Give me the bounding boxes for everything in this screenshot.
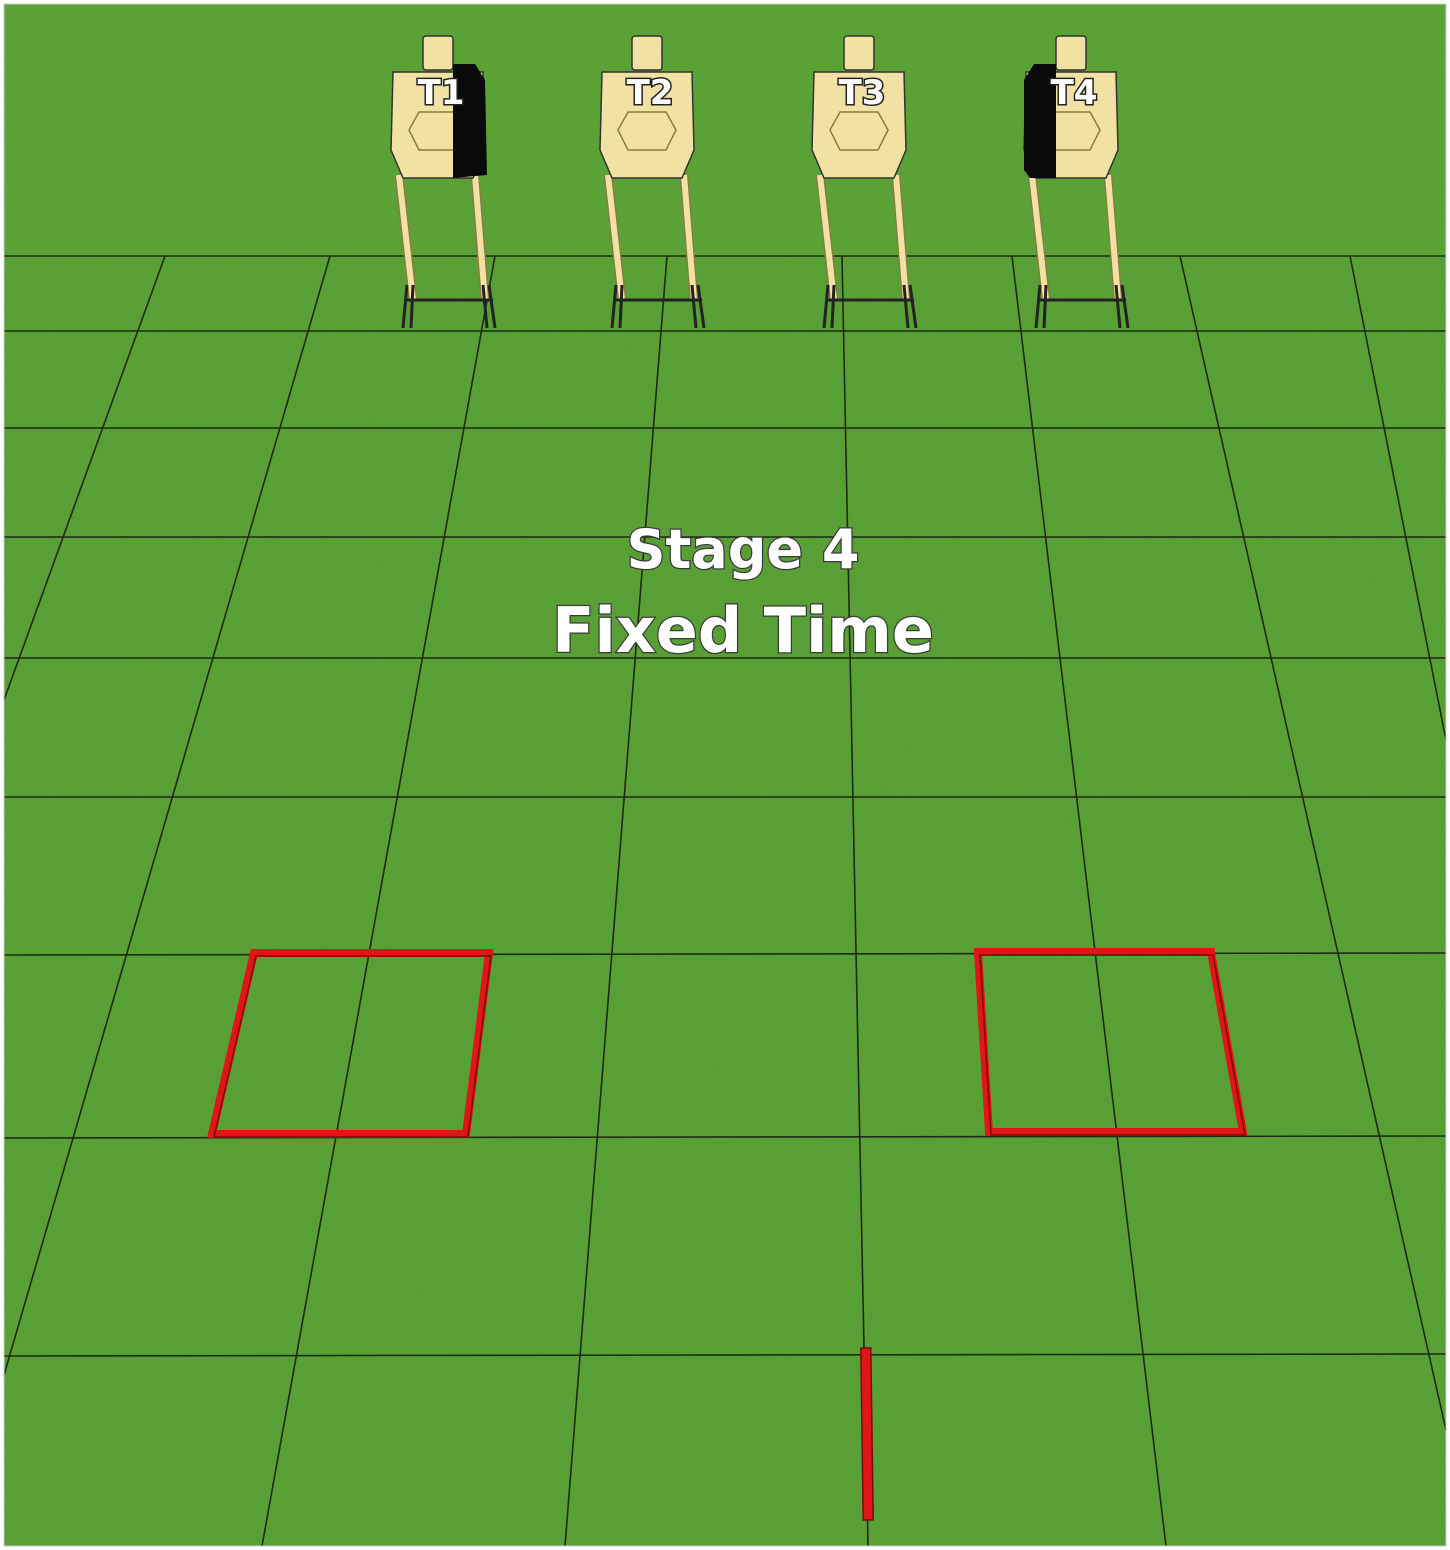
target-head (1056, 36, 1086, 70)
target-label: T4 (1051, 73, 1098, 113)
target-head (423, 36, 453, 70)
target-head (632, 36, 662, 70)
target-label: T1 (418, 73, 465, 113)
target-head (844, 36, 874, 70)
target-label: T3 (839, 73, 886, 113)
stage-title: Stage 4 (627, 518, 860, 581)
stage-subtitle: Fixed Time (552, 594, 934, 667)
fault-line (861, 1348, 873, 1520)
target-label: T2 (627, 73, 674, 113)
